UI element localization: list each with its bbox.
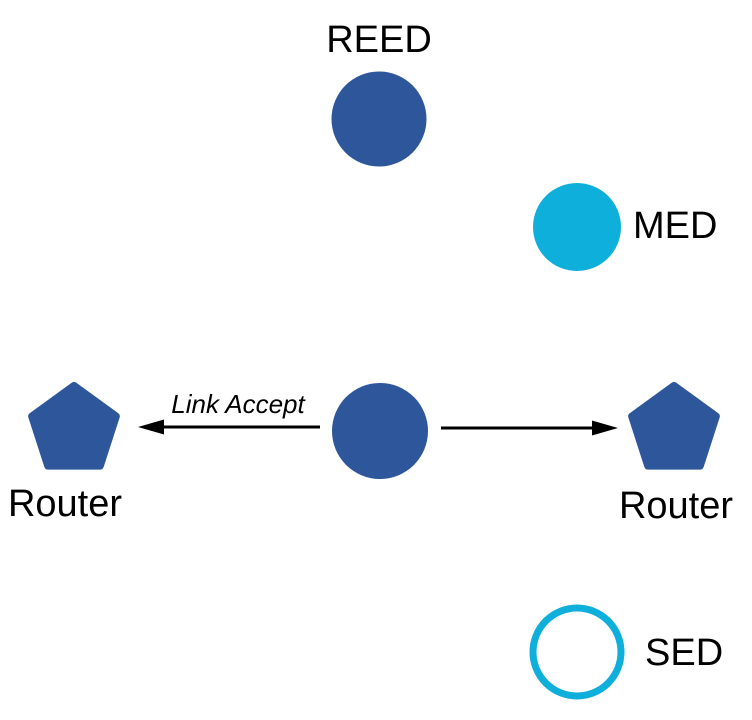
router-left-label: Router (7, 483, 123, 525)
arrow-right-head-icon (592, 420, 618, 436)
router-right-label: Router (618, 485, 734, 527)
center-node-circle (332, 383, 428, 479)
med-node-circle (533, 183, 621, 271)
med-node-label: MED (633, 205, 718, 247)
link-accept-edge-label: Link Accept (171, 389, 305, 419)
sed-node-label: SED (645, 632, 724, 674)
reed-node-circle (331, 71, 427, 167)
reed-node-label: REED (326, 19, 432, 61)
router-right-pentagon (628, 382, 720, 470)
router-left-pentagon (28, 382, 120, 470)
arrow-left-head-icon (138, 419, 164, 435)
sed-node-ring (529, 604, 625, 700)
